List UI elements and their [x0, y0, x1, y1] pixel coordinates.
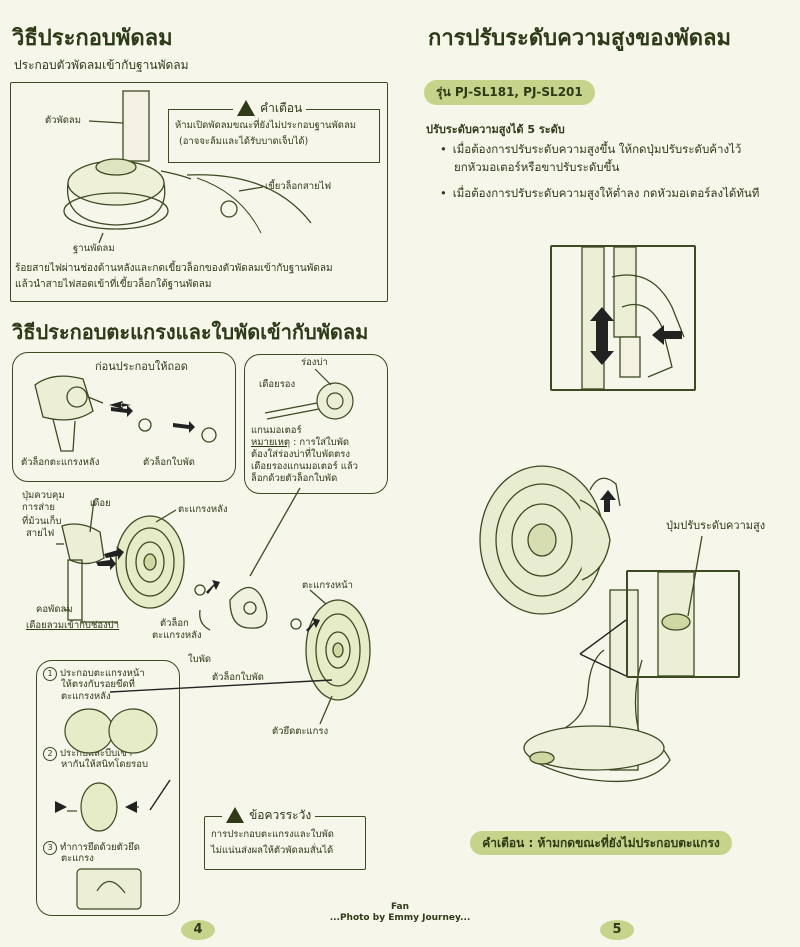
- label-blade-lock: ตัวล็อกใบพัด: [212, 672, 264, 683]
- label-neck: คอพัดลม: [36, 604, 73, 615]
- note-line-4: ล็อกด้วยตัวล็อกใบพัด: [251, 473, 338, 484]
- note-title: หมายเหตุ: [251, 437, 291, 448]
- step-1: 1 ประกอบตะแกรงหน้า: [43, 667, 145, 681]
- subtitle-attach-base: ประกอบตัวพัดลมเข้ากับฐานพัดลม: [14, 58, 189, 72]
- height-levels: ปรับระดับความสูงได้ 5 ระดับ: [426, 123, 565, 136]
- model-name: PJ-SL181, PJ-SL201: [454, 85, 583, 99]
- caution-header: ข้อควรระวัง: [222, 804, 316, 823]
- step-2-text-a: ประกบและบีบเข้า: [60, 748, 133, 759]
- caution-triangle-icon: [226, 806, 244, 823]
- label-rear-guard: ตะแกรงหลัง: [178, 504, 228, 515]
- section-title-guard-blade: วิธีประกอบตะแกรงและใบพัดเข้ากับพัดลม: [12, 320, 369, 344]
- step-3-text-b: ตะแกรง: [61, 853, 94, 864]
- bullet-raise-b: ยกหัวมอเตอร์หรือขาปรับระดับขึ้น: [454, 160, 620, 174]
- warning-text-1: ห้ามเปิดพัดลมขณะที่ยังไม่ประกอบฐานพัดลม: [175, 120, 357, 131]
- footer-line-2: ...Photo by Emmy Journey...: [329, 913, 471, 923]
- label-rear-guard-nut: ตัวล็อกตะแกรงหลัง: [21, 457, 100, 468]
- bullet-lower: เมื่อต้องการปรับระดับความสูงให้ต่ำลง กดห…: [440, 186, 760, 201]
- warning-title: คำเตือน: [260, 101, 303, 115]
- before-assembly-title: ก่อนประกอบให้ถอด: [95, 360, 188, 373]
- height-warning-banner: คำเตือน : ห้ามกดขณะที่ยังไม่ประกอบตะแกรง: [470, 831, 732, 855]
- label-front-guard: ตะแกรงหน้า: [302, 580, 353, 591]
- label-rear-lock-2: ตะแกรงหลัง: [152, 630, 202, 641]
- step-1-number: 1: [43, 667, 57, 681]
- warning-text-2: (อาจจะล้มและได้รับบาดเจ็บได้): [179, 136, 309, 147]
- step-1-text-a: ประกอบตะแกรงหน้า: [60, 668, 145, 679]
- label-clip: ตัวยึดตะแกรง: [272, 726, 329, 737]
- label-rear-lock-1: ตัวล็อก: [160, 618, 189, 629]
- base-assembly-box: ตัวพัดลม ฐานพัดลม เขี้ยวล็อกสายไฟ ห้ามเป…: [10, 82, 388, 302]
- label-motor-shaft: แกนมอเตอร์: [251, 425, 302, 436]
- note-text-1: : การใส่ใบพัด: [293, 437, 350, 448]
- label-neck-pin: เดือยลวมเข้ากับช่องบ่า: [26, 620, 120, 631]
- warning-header: คำเตือน: [233, 97, 307, 116]
- label-fan-body: ตัวพัดลม: [45, 115, 82, 126]
- guard-blade-diagram: [56, 487, 371, 811]
- section-title-height: การปรับระดับความสูงของพัดลม: [428, 26, 731, 51]
- step-2: 2 ประกบและบีบเข้า: [43, 747, 132, 761]
- height-button-closeup: [626, 535, 740, 678]
- label-height-button: ปุ่มปรับระดับความสูง: [666, 519, 766, 532]
- steps-illustration: [55, 708, 158, 910]
- photo-credit: Fan ...Photo by Emmy Journey...: [300, 902, 500, 924]
- label-osc-1: ปุ่มควบคุม: [22, 490, 65, 501]
- shaft-illustration: [264, 368, 354, 420]
- label-groove: ร่องบ่า: [301, 357, 328, 368]
- height-closeup-box: [550, 245, 696, 391]
- page-number-right: 5: [600, 920, 634, 940]
- label-stud: เดือย: [90, 498, 111, 509]
- step-2-number: 2: [43, 747, 57, 761]
- note-line-1: หมายเหตุ : การใส่ใบพัด: [251, 437, 349, 449]
- step-3-text-a: ทำการยึดด้วยตัวยึด: [60, 842, 140, 853]
- note-line-2: ต้องใส่ร่องบ่าที่ใบพัดตรง: [251, 449, 351, 460]
- step-3-number: 3: [43, 841, 57, 855]
- base-desc-2: แล้วนำสายไฟสอดเข้าที่เขี้ยวล็อกใต้ฐานพัด…: [15, 279, 212, 290]
- model-prefix: รุ่น: [436, 85, 451, 99]
- label-pin: เดือยรอง: [259, 379, 296, 390]
- step-1-text-c: ตะแกรงหลัง: [61, 691, 111, 702]
- caution-title: ข้อควรระวัง: [249, 808, 312, 822]
- caution-text-2: ไม่แน่นส่งผลให้ตัวพัดลมสั่นได้: [211, 845, 334, 856]
- label-cord-wrap-2: สายไฟ: [26, 528, 55, 539]
- blade-note-box: ร่องบ่า เดือยรอง แกนมอเตอร์ หมายเหตุ : ก…: [244, 354, 388, 494]
- page-number-left: 4: [181, 920, 215, 940]
- section-title-assembly: วิธีประกอบพัดลม: [12, 26, 173, 51]
- base-desc-1: ร้อยสายไฟผ่านช่องด้านหลังและกดเขี้ยวล็อก…: [15, 263, 333, 274]
- guard-steps-box: 1 ประกอบตะแกรงหน้า ให้ตรงกับรอยขีดที่ ตะ…: [36, 660, 180, 916]
- warning-triangle-icon: [237, 99, 255, 116]
- caution-text-1: การประกอบตะแกรงและใบพัด: [211, 829, 334, 840]
- label-fan-base: ฐานพัดลม: [73, 243, 115, 254]
- height-button-illustration: [657, 535, 703, 677]
- before-assembly-box: ก่อนประกอบให้ถอด ตัวล็อกตะแกรงหลัง ตัวล็…: [12, 352, 236, 482]
- step-1-text-b: ให้ตรงกับรอยขีดที่: [61, 679, 135, 690]
- height-closeup-illustration: [581, 246, 685, 390]
- label-blade-nut: ตัวล็อกใบพัด: [143, 457, 195, 468]
- motor-head-illustration: [34, 375, 217, 452]
- model-badge: รุ่น PJ-SL181, PJ-SL201: [424, 80, 595, 105]
- label-osc-2: การส่าย: [22, 502, 55, 513]
- caution-box: การประกอบตะแกรงและใบพัด ไม่แน่นส่งผลให้ต…: [204, 816, 366, 870]
- standing-fan-illustration: [479, 465, 671, 783]
- footer-line-1: Fan: [390, 902, 410, 912]
- label-cord-wrap-1: ที่ม้วนเก็บ: [22, 516, 62, 527]
- step-2-text-b: หากันให้สนิทโดยรอบ: [61, 759, 148, 770]
- closeup-leader-lines: [579, 619, 627, 677]
- note-line-3: เดือยรองแกนมอเตอร์ แล้ว: [251, 461, 358, 472]
- step-3: 3 ทำการยึดด้วยตัวยึด: [43, 841, 140, 855]
- fan-base-illustration: [63, 90, 312, 244]
- label-blade: ใบพัด: [188, 654, 212, 665]
- bullet-raise-a: เมื่อต้องการปรับระดับความสูงขึ้น ให้กดปุ…: [440, 142, 742, 157]
- label-cord-hook: เขี้ยวล็อกสายไฟ: [265, 181, 332, 192]
